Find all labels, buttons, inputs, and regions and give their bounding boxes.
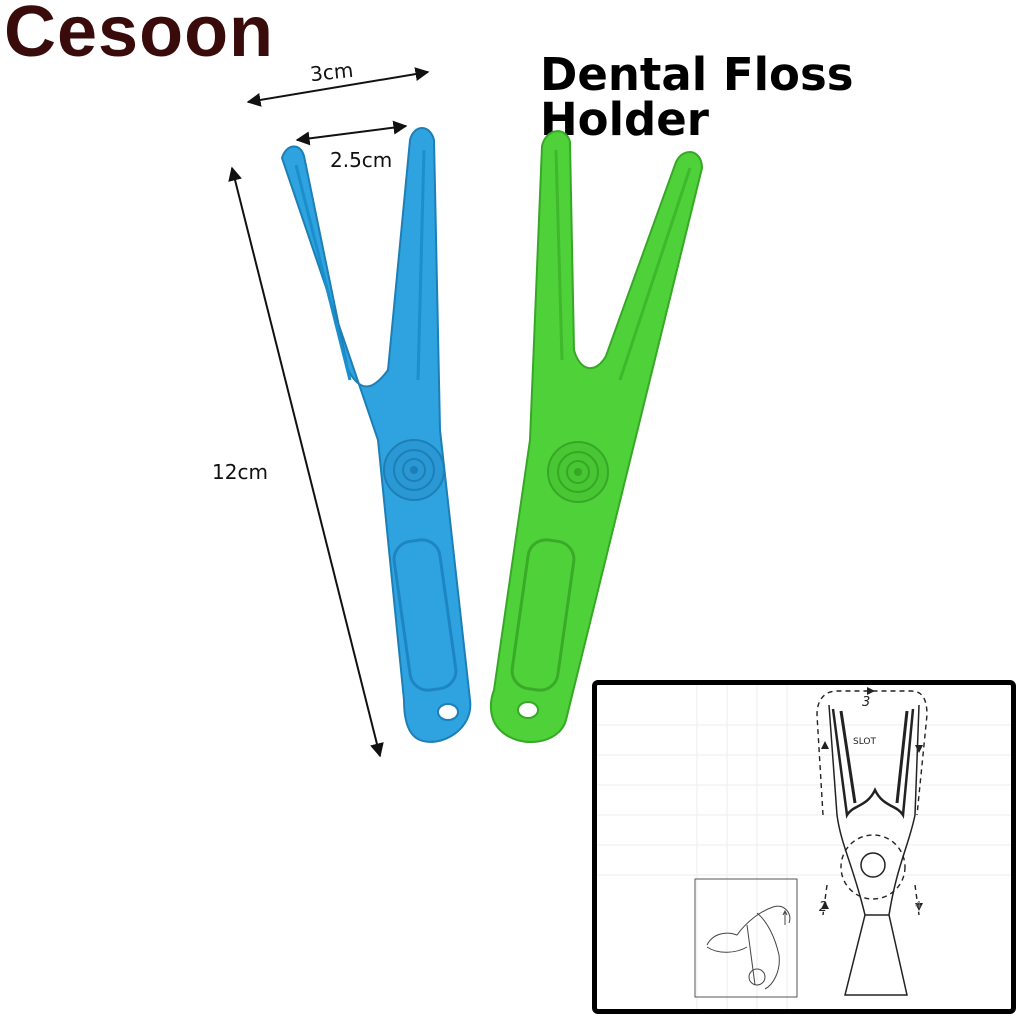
step-4-label: 4 <box>915 900 922 911</box>
green-holder <box>489 130 704 744</box>
length-label: 12cm <box>212 460 268 484</box>
diagram-grid <box>597 685 1011 1009</box>
product-title: Dental Floss Holder <box>540 48 854 146</box>
inner-width-label: 2.5cm <box>330 148 393 172</box>
floss-arrows <box>821 687 923 911</box>
length-arrow <box>228 166 384 758</box>
outer-width-label: 3cm <box>308 57 355 87</box>
slot-label: SLOT <box>853 737 876 747</box>
inner-width-arrow <box>295 120 408 146</box>
brand-logo-text: Cesoon <box>4 0 275 72</box>
outer-width-arrow <box>246 67 430 107</box>
step-2-label: 2 <box>819 900 828 915</box>
blue-holder <box>280 127 472 743</box>
step-3-label: 3 <box>862 695 871 710</box>
usage-diagram: 3 SLOT 2 4 <box>592 680 1016 1014</box>
usage-diagram-drawing <box>597 685 1011 1009</box>
inset-mouth-illustration <box>694 878 798 998</box>
holder-outline-drawing <box>828 704 920 996</box>
